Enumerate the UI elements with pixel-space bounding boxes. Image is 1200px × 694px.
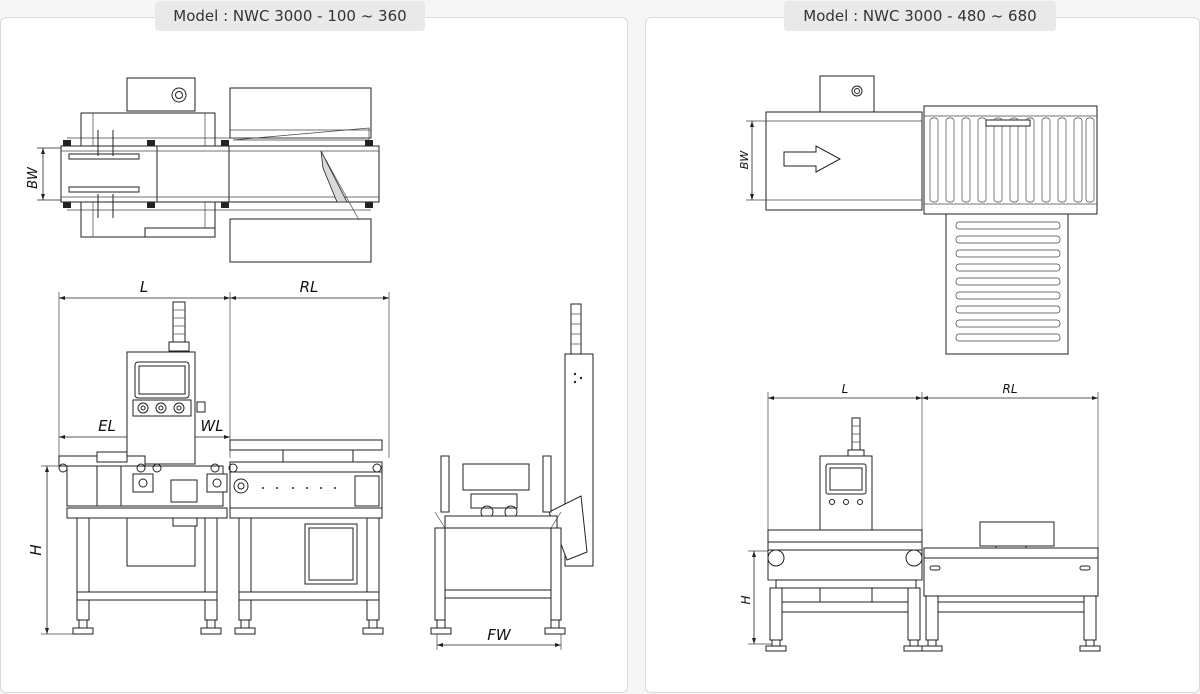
dim-label-l: L <box>140 278 148 296</box>
model-label-tab: Model : NWC 3000 - 100 ~ 360 <box>155 1 425 31</box>
model-label-tab: Model : NWC 3000 - 480 ~ 680 <box>784 1 1056 31</box>
technical-drawing-large-model: BW L RL H <box>738 75 1101 652</box>
dim-label-rl: RL <box>300 278 319 296</box>
dim-label-wl: WL <box>200 417 223 435</box>
front-view: L RL H <box>739 382 1101 652</box>
dim-label-l: L <box>842 382 849 396</box>
side-view: FW <box>430 303 594 650</box>
top-view: BW <box>26 77 380 263</box>
technical-drawing-small-model: BW L RL EL WL H <box>26 77 594 650</box>
dim-label-h: H <box>739 595 753 604</box>
front-view: L RL EL WL H <box>27 278 390 635</box>
top-view: BW <box>738 75 1098 355</box>
dim-label-el: EL <box>98 417 116 435</box>
dim-label-rl: RL <box>1002 382 1017 396</box>
panel-model-480-680: Model : NWC 3000 - 480 ~ 680 <box>645 1 1200 693</box>
panel-model-100-360: Model : NWC 3000 - 100 ~ 360 <box>0 1 628 693</box>
dim-label-bw: BW <box>26 166 41 189</box>
dim-label-bw: BW <box>738 150 751 170</box>
dim-label-fw: FW <box>487 626 512 644</box>
dim-label-h: H <box>27 544 45 555</box>
